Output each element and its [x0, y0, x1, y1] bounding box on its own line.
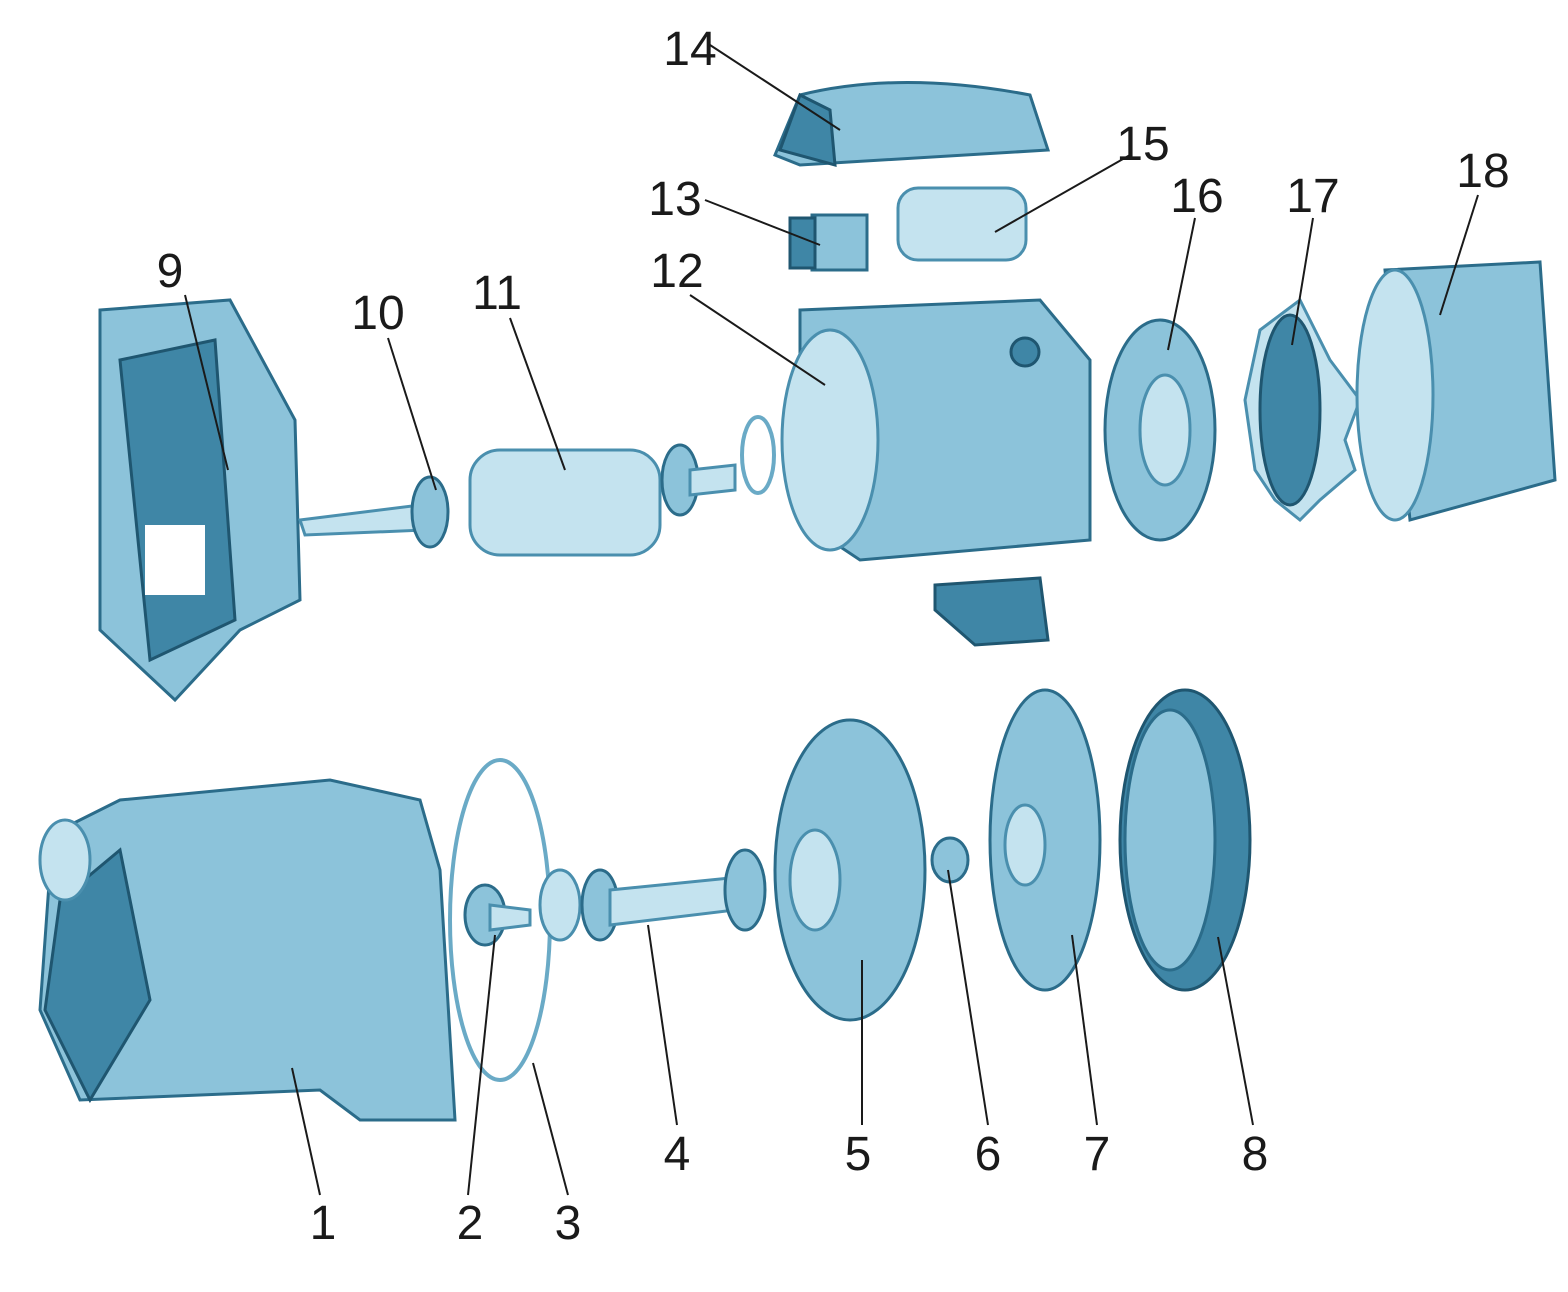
- part-6-mechanical-seal: [930, 836, 970, 884]
- label-5: 5: [845, 1128, 872, 1181]
- part-13-terminal-block: [788, 213, 869, 272]
- label-16: 16: [1170, 170, 1223, 223]
- part-16-rear-bracket: [1103, 318, 1217, 542]
- label-17: 17: [1286, 170, 1339, 223]
- part-2-nozzle: [463, 883, 532, 947]
- label-1: 1: [310, 1197, 337, 1250]
- part-7-impeller: [988, 688, 1102, 992]
- part-5-guide-vane: [773, 718, 927, 1022]
- part-17-fan: [1243, 297, 1362, 523]
- label-15: 15: [1116, 118, 1169, 171]
- label-7: 7: [1084, 1128, 1111, 1181]
- part-11-rotor: [468, 415, 776, 557]
- leader-lines: [184, 44, 1479, 1196]
- part-1-pump-body: [38, 778, 457, 1122]
- part-10-bearing: [297, 475, 450, 549]
- label-18: 18: [1456, 145, 1509, 198]
- label-8: 8: [1242, 1128, 1269, 1181]
- label-2: 2: [457, 1197, 484, 1250]
- part-4-venturi: [538, 848, 767, 942]
- label-9: 9: [157, 245, 184, 298]
- label-13: 13: [648, 173, 701, 226]
- label-6: 6: [975, 1128, 1002, 1181]
- part-8-pump-cover: [1118, 688, 1252, 992]
- part-15-capacitor: [896, 186, 1028, 262]
- label-12: 12: [650, 245, 703, 298]
- label-14: 14: [663, 23, 716, 76]
- part-18-fan-cover: [1355, 260, 1557, 522]
- part-9-front-bracket: [98, 298, 302, 703]
- part-14-terminal-cover: [773, 81, 1051, 168]
- label-11: 11: [472, 267, 522, 320]
- label-4: 4: [664, 1128, 691, 1181]
- label-10: 10: [351, 287, 404, 340]
- part-12-motor-housing: [780, 298, 1092, 562]
- part-12-base-block: [933, 576, 1050, 647]
- label-3: 3: [555, 1197, 582, 1250]
